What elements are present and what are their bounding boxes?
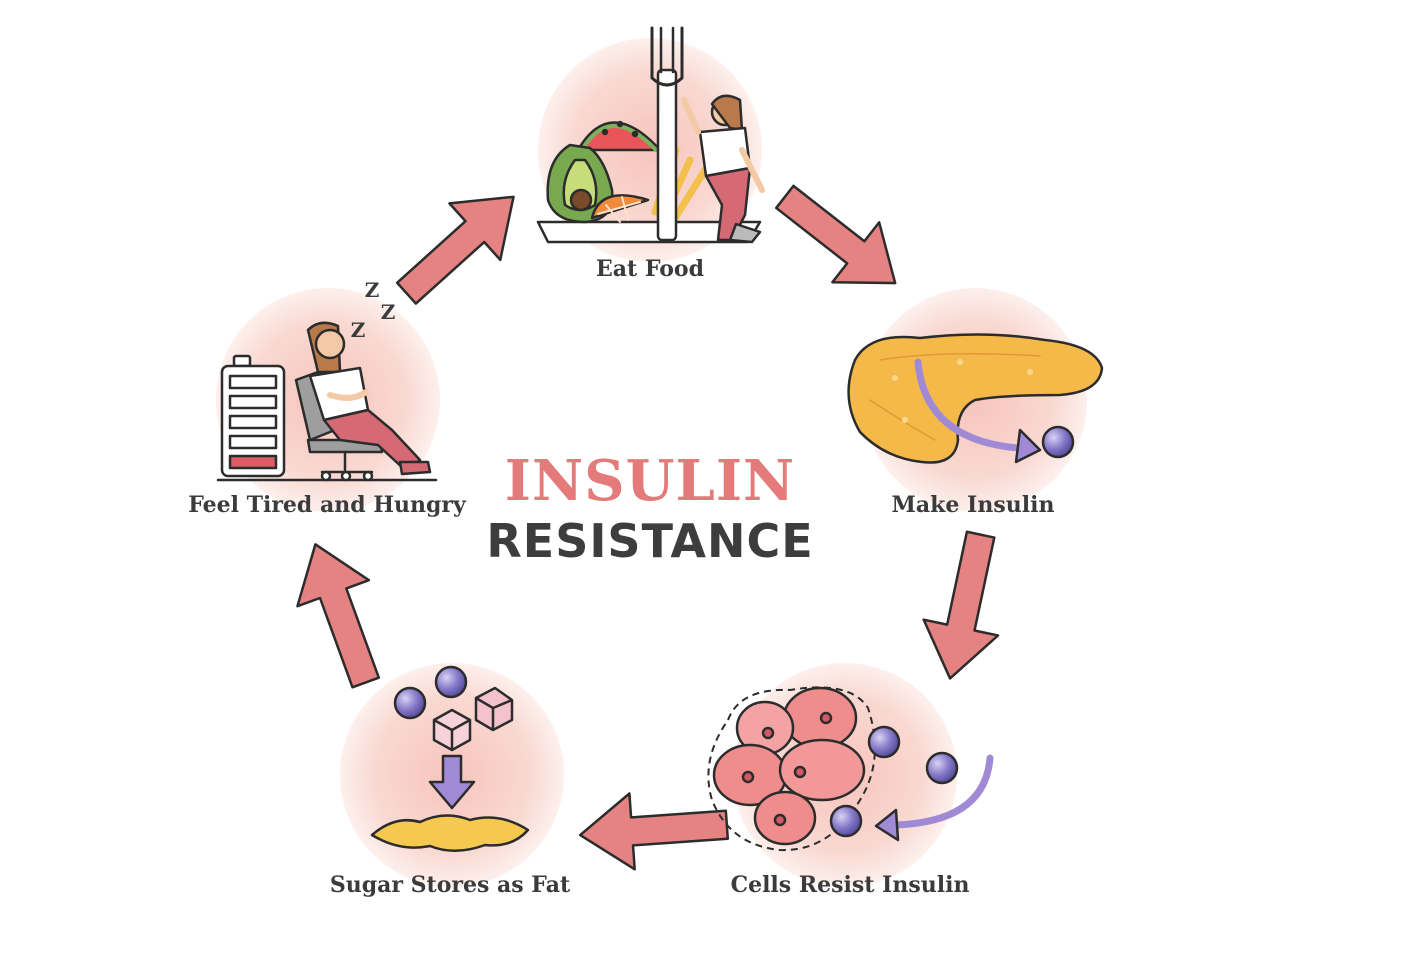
- sugar-fat-icon: [370, 665, 530, 852]
- step-label-sugar-stores-as-fat: Sugar Stores as Fat: [329, 872, 571, 898]
- tired-person-icon: [216, 321, 438, 482]
- pancreas-icon: [847, 333, 1104, 464]
- arrow-tired-to-eat: [395, 195, 515, 305]
- sleep-z-3: Z: [350, 318, 366, 342]
- title-resistance: RESISTANCE: [486, 514, 814, 568]
- step-label-cells-resist-insulin: Cells Resist Insulin: [730, 872, 970, 898]
- step-label-make-insulin: Make Insulin: [891, 492, 1055, 518]
- step-label-feel-tired-and-hungry: Feel Tired and Hungry: [188, 492, 466, 518]
- sleep-z-1: Z: [364, 278, 380, 302]
- food-plate-icon: [536, 26, 765, 244]
- sleep-z-2: Z: [380, 300, 396, 324]
- title-insulin: INSULIN: [504, 448, 796, 514]
- arrow-eat-to-insulin: [774, 184, 897, 285]
- step-label-eat-food: Eat Food: [596, 256, 704, 282]
- arrow-insulin-to-cells: [922, 530, 1000, 680]
- arrow-cells-to-fat: [578, 792, 730, 871]
- cells-icon: [707, 686, 994, 852]
- arrow-fat-to-tired: [296, 543, 381, 689]
